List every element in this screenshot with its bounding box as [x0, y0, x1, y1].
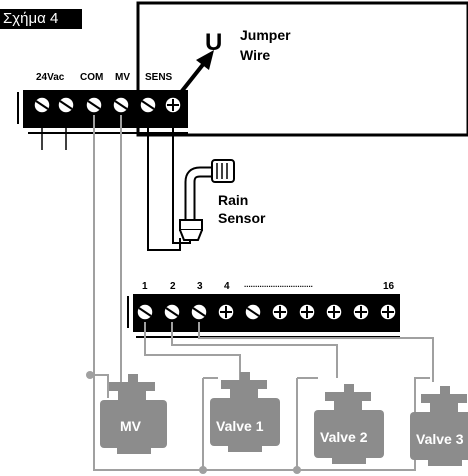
rain-sensor-icon [179, 159, 235, 241]
station-label-1: 1 [142, 281, 148, 292]
rain-sensor-label-2: Sensor [218, 210, 266, 226]
valve-icon [410, 386, 468, 466]
figure-label: Σχήμα 4 [0, 9, 82, 29]
station-label-3: 3 [197, 281, 203, 292]
rain-sensor-label-1: Rain [218, 192, 248, 208]
screw-terminal-icon [33, 96, 182, 114]
jumper-symbol: U [205, 29, 222, 56]
screw-terminal-icon [136, 303, 397, 321]
station-label-16: 16 [383, 281, 395, 292]
terminal-label-24vac: 24Vac [36, 72, 65, 83]
station-label-dots: ............................... [244, 280, 313, 289]
main-terminal-strip [17, 90, 188, 134]
station-label-2: 2 [170, 281, 176, 292]
common-wire [88, 115, 430, 471]
station-wires [144, 322, 434, 390]
jumper-wire-label-2: Wire [240, 47, 270, 63]
valve-label-2: Valve 2 [320, 429, 368, 445]
terminal-label-mv: MV [115, 72, 130, 83]
splice-dot [199, 466, 207, 474]
valve-icon [100, 374, 167, 454]
valve-label-3: Valve 3 [416, 431, 464, 447]
valve-label-mv: MV [120, 418, 142, 434]
arrow-icon [176, 50, 214, 98]
station-label-4: 4 [224, 281, 230, 292]
terminal-label-sens: SENS [145, 72, 173, 83]
valve-icon [210, 372, 280, 452]
jumper-wire-label-1: Jumper [240, 27, 291, 43]
controller-housing [136, 1, 468, 137]
splice-dot [86, 371, 94, 379]
valve-icon [314, 384, 384, 464]
splice-dot [293, 466, 301, 474]
valve-label-1: Valve 1 [216, 418, 264, 434]
terminal-label-com: COM [80, 72, 103, 83]
